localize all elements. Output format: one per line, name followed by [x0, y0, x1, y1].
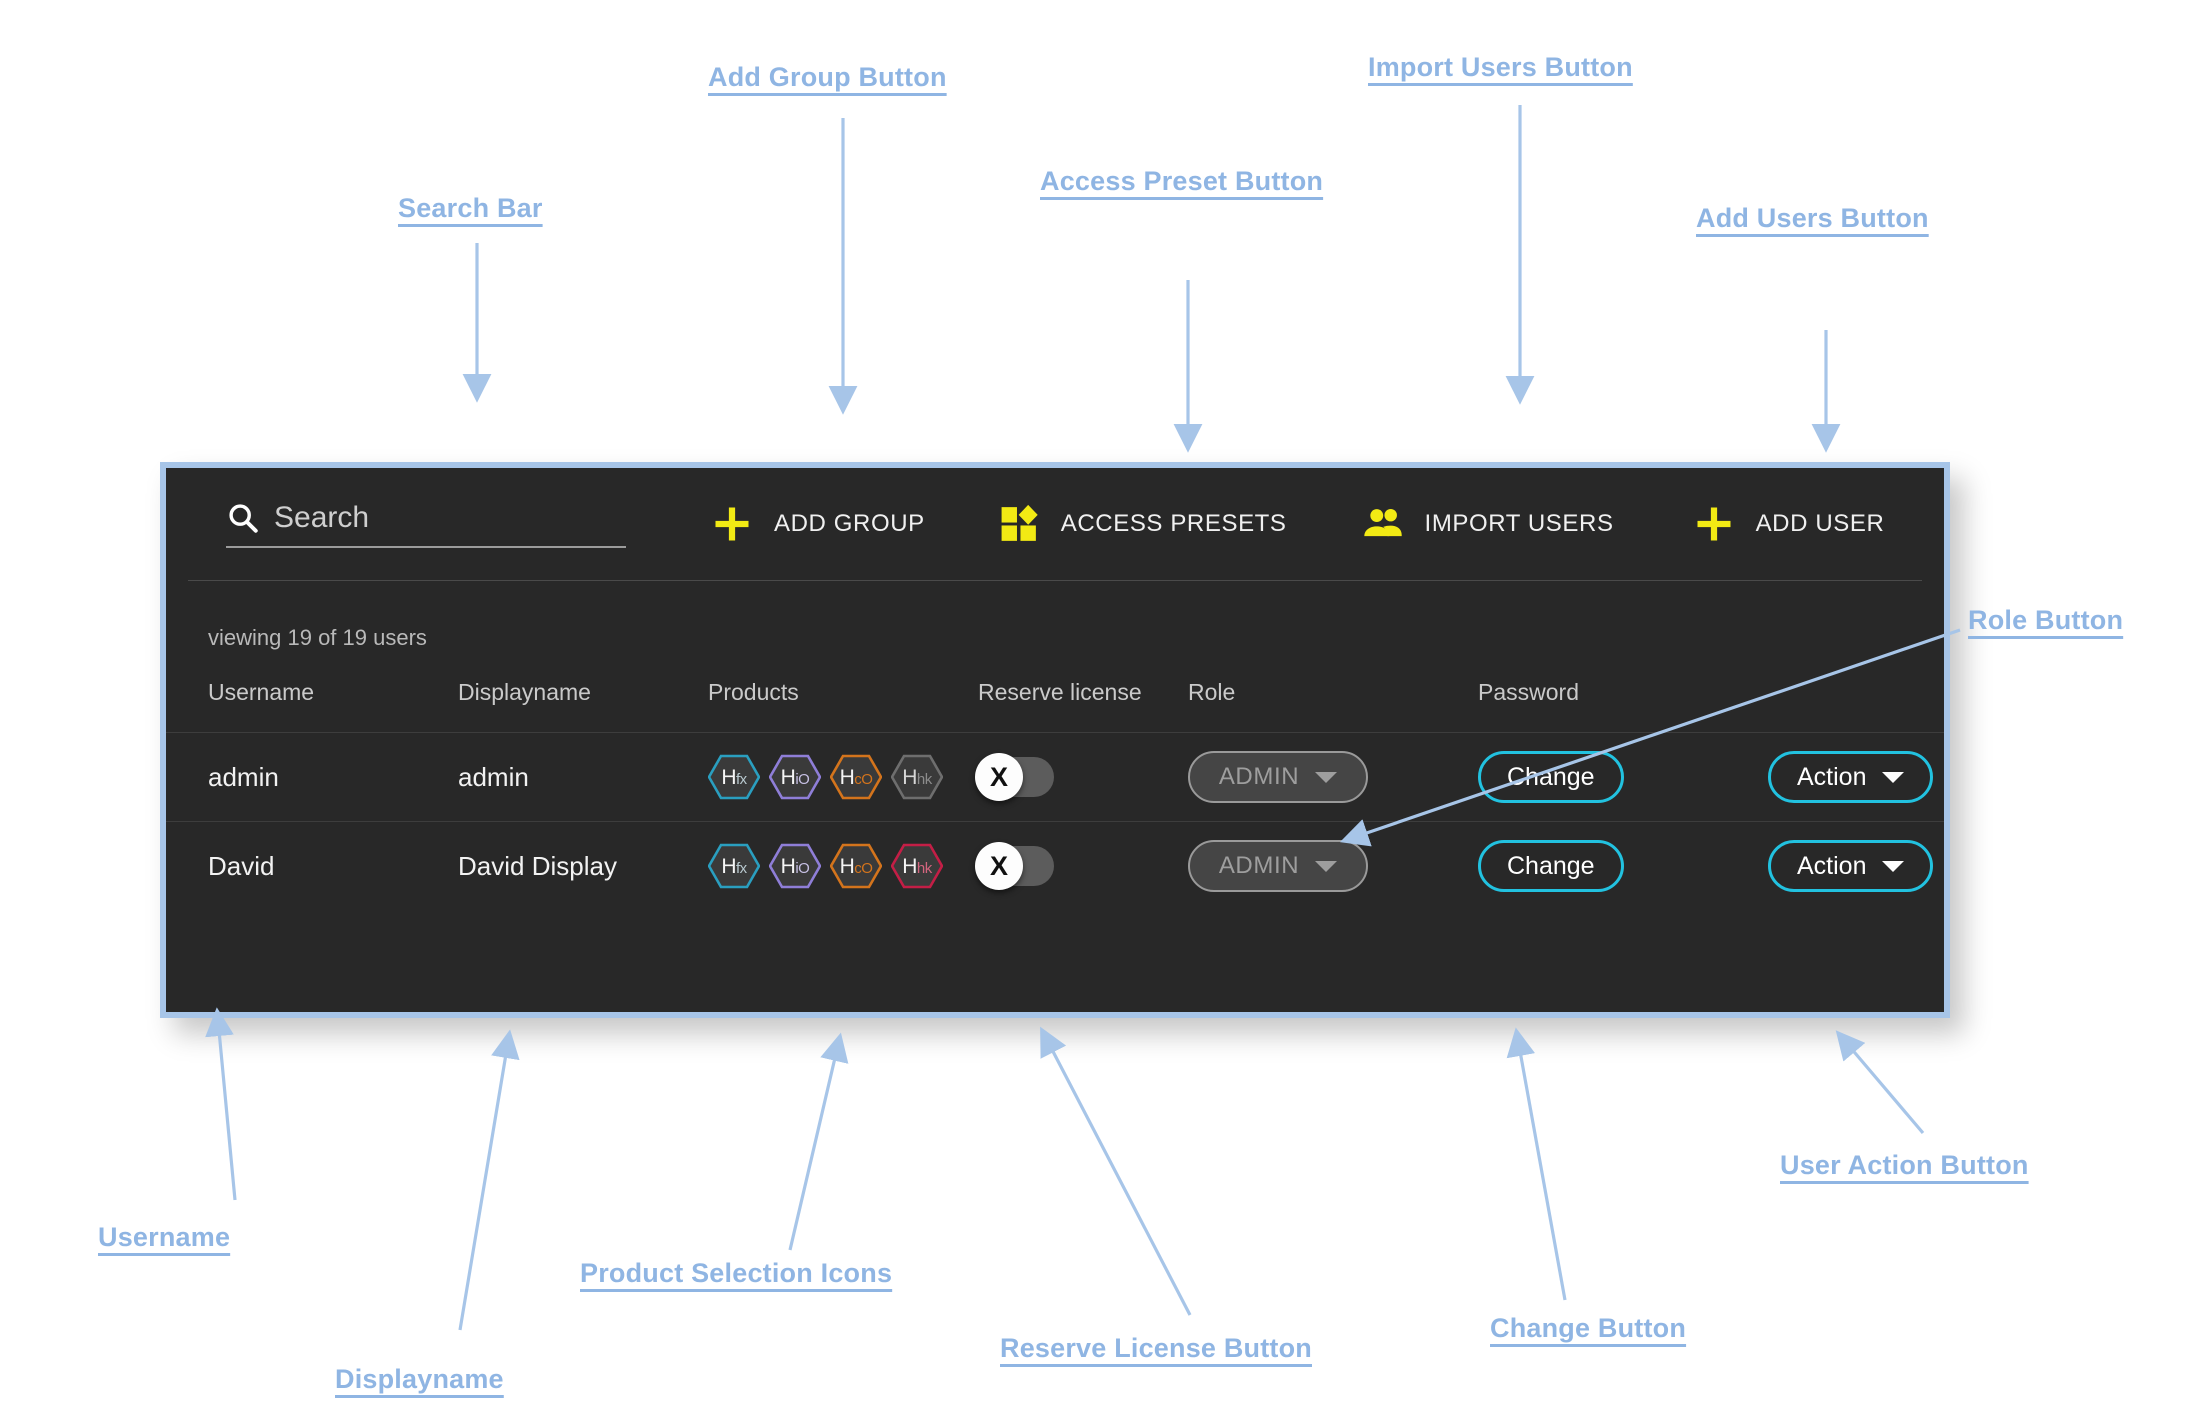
toolbar-divider — [188, 580, 1922, 581]
header-displayname: Displayname — [458, 679, 591, 705]
toolbar: ADD GROUP ACCESS PRESETS — [166, 468, 1944, 580]
plus-icon — [710, 502, 754, 546]
cell-action: Action — [1768, 822, 1944, 911]
change-password-button[interactable]: Change — [1478, 840, 1624, 892]
cell-username: David — [208, 850, 275, 881]
annotation-username: Username — [98, 1222, 231, 1252]
user-management-panel: ADD GROUP ACCESS PRESETS — [160, 462, 1950, 1018]
viewing-count: viewing 19 of 19 users — [208, 625, 427, 650]
header-password: Password — [1478, 679, 1579, 705]
header-reserve-license: Reserve license — [978, 679, 1142, 705]
annotation-reserve-license-button: Reserve License Button — [1000, 1333, 1312, 1363]
annotation-search-bar: Search Bar — [398, 193, 543, 223]
annotation-role-button: Role Button — [1968, 605, 2124, 635]
cell-role: ADMIN — [1188, 822, 1478, 911]
cell-reserve-license: X — [975, 733, 1188, 822]
change-password-button[interactable]: Change — [1478, 751, 1624, 803]
cell-password: Change — [1478, 733, 1768, 822]
header-actions — [1768, 679, 1944, 733]
role-label: ADMIN — [1218, 852, 1300, 879]
people-icon — [1361, 502, 1405, 546]
grid-diamond-icon — [997, 502, 1041, 546]
annotation-access-preset-button: Access Preset Button — [1040, 166, 1324, 196]
role-button[interactable]: ADMIN — [1188, 840, 1368, 892]
header-role: Role — [1188, 679, 1236, 705]
table-header-row: Username Displayname Products Reserve li… — [166, 679, 1944, 733]
annotation-add-group-button: Add Group Button — [708, 62, 947, 92]
toggle-knob: X — [975, 753, 1023, 801]
user-action-button[interactable]: Action — [1768, 840, 1934, 892]
role-label: ADMIN — [1218, 763, 1300, 790]
cell-displayname: David Display — [458, 850, 617, 881]
add-user-label: ADD USER — [1755, 510, 1885, 537]
chevron-down-icon — [1315, 860, 1338, 872]
action-label: Action — [1797, 762, 1867, 791]
chevron-down-icon — [1882, 771, 1905, 783]
cell-reserve-license: X — [975, 822, 1188, 911]
role-button[interactable]: ADMIN — [1188, 751, 1368, 803]
add-group-label: ADD GROUP — [774, 510, 925, 537]
add-user-button[interactable]: ADD USER — [1692, 502, 1885, 546]
header-products: Products — [708, 679, 799, 705]
toggle-knob: X — [975, 842, 1023, 890]
annotation-user-action-button: User Action Button — [1780, 1150, 2029, 1180]
annotation-change-button: Change Button — [1490, 1313, 1687, 1343]
chevron-down-icon — [1315, 771, 1338, 783]
import-users-button[interactable]: IMPORT USERS — [1361, 502, 1614, 546]
annotation-add-users-button: Add Users Button — [1696, 203, 1929, 233]
import-users-label: IMPORT USERS — [1424, 510, 1614, 537]
search-bar[interactable] — [226, 500, 626, 548]
user-action-button[interactable]: Action — [1768, 751, 1934, 803]
access-presets-label: ACCESS PRESETS — [1060, 510, 1287, 537]
plus-icon — [1692, 502, 1736, 546]
annotation-displayname: Displayname — [335, 1364, 504, 1394]
cell-username: admin — [208, 761, 279, 792]
action-label: Action — [1797, 851, 1867, 880]
users-table: Username Displayname Products Reserve li… — [166, 679, 1944, 910]
search-icon — [226, 501, 260, 535]
reserve-license-toggle[interactable]: X — [975, 753, 1054, 801]
annotation-import-users-button: Import Users Button — [1368, 52, 1633, 82]
annotation-product-selection-icons: Product Selection Icons — [580, 1258, 893, 1288]
access-presets-button[interactable]: ACCESS PRESETS — [997, 502, 1287, 546]
cell-password: Change — [1478, 822, 1768, 911]
cell-role: ADMIN — [1188, 733, 1478, 822]
chevron-down-icon — [1882, 860, 1905, 872]
header-username: Username — [208, 679, 315, 705]
cell-displayname: admin — [458, 761, 529, 792]
search-input[interactable] — [274, 500, 626, 535]
add-group-button[interactable]: ADD GROUP — [710, 502, 925, 546]
reserve-license-toggle[interactable]: X — [975, 842, 1054, 890]
cell-action: Action — [1768, 733, 1944, 822]
